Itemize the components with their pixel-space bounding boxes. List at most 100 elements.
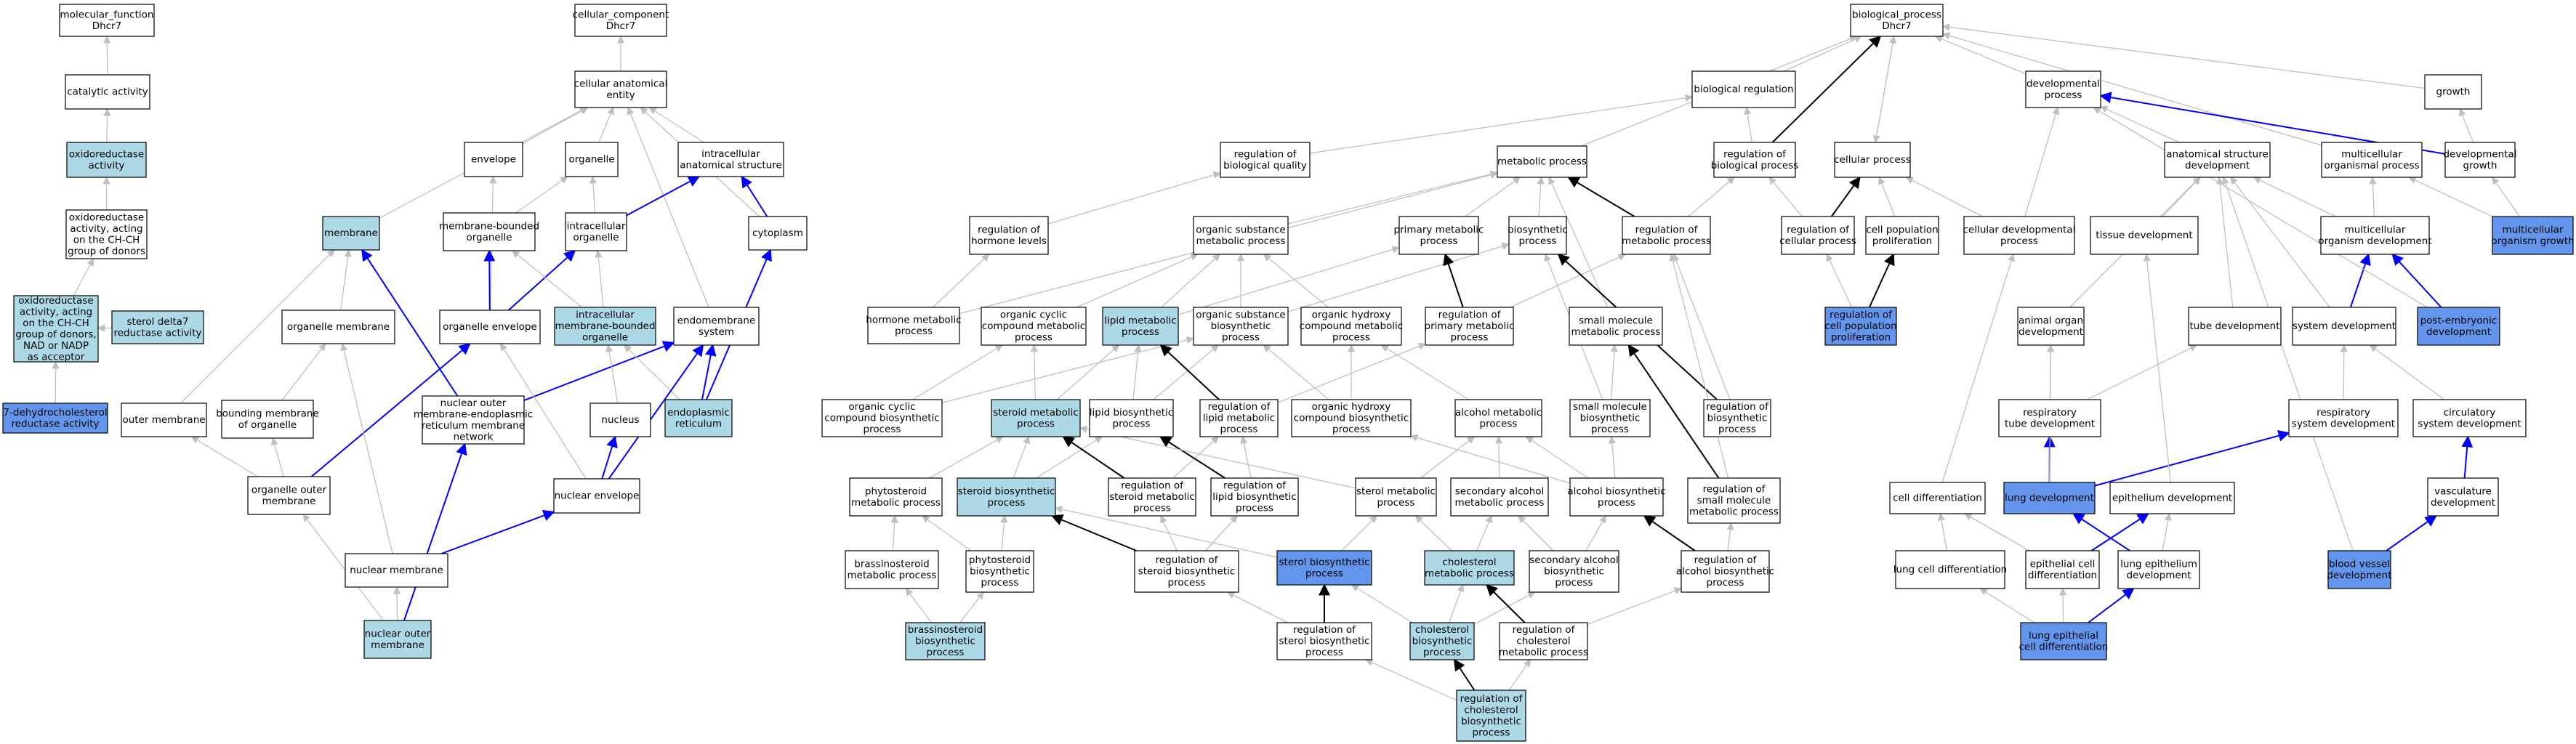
node-nuclear-envelope[interactable]: nuclear envelope	[553, 478, 640, 514]
node-cell-diff[interactable]: cell differentiation	[1889, 482, 1986, 514]
node-reg-cholesterol-bp[interactable]: regulation ofcholesterolbiosyntheticproc…	[1456, 690, 1526, 742]
node-nomer[interactable]: nuclear outermembrane-endoplasmicreticul…	[414, 395, 533, 445]
node-organelle[interactable]: organelle	[565, 142, 619, 177]
node-metabolic[interactable]: metabolic process	[1497, 145, 1587, 178]
node-tube-dev[interactable]: tube development	[2188, 307, 2282, 346]
node-catalytic[interactable]: catalytic activity	[65, 74, 150, 110]
node-cytoplasm[interactable]: cytoplasm	[748, 216, 808, 251]
node-bio-reg[interactable]: biological regulation	[1691, 70, 1796, 108]
node-org-envelope[interactable]: organelle envelope	[439, 310, 541, 344]
node-nucleus[interactable]: nucleus	[589, 403, 651, 437]
node-tissue-dev[interactable]: tissue development	[2090, 216, 2199, 255]
node-growth[interactable]: growth	[2424, 74, 2482, 110]
node-cellular-process[interactable]: cellular process	[1834, 142, 1911, 178]
node-envelope[interactable]: envelope	[464, 142, 523, 177]
node-epithelium-dev[interactable]: epithelium development	[2109, 482, 2235, 514]
node-outer-membrane[interactable]: outer membrane	[121, 403, 207, 437]
node-membrane[interactable]: membrane	[322, 216, 380, 251]
node-org-membrane[interactable]: organelle membrane	[281, 310, 395, 344]
node-lung-dev[interactable]: lung development	[2003, 482, 2096, 514]
node-lung-cell-diff[interactable]: lung cell differentiation	[1893, 550, 2007, 589]
node-nuclear-membrane[interactable]: nuclear membrane	[345, 553, 448, 588]
node-system-dev[interactable]: system development	[2292, 307, 2396, 346]
